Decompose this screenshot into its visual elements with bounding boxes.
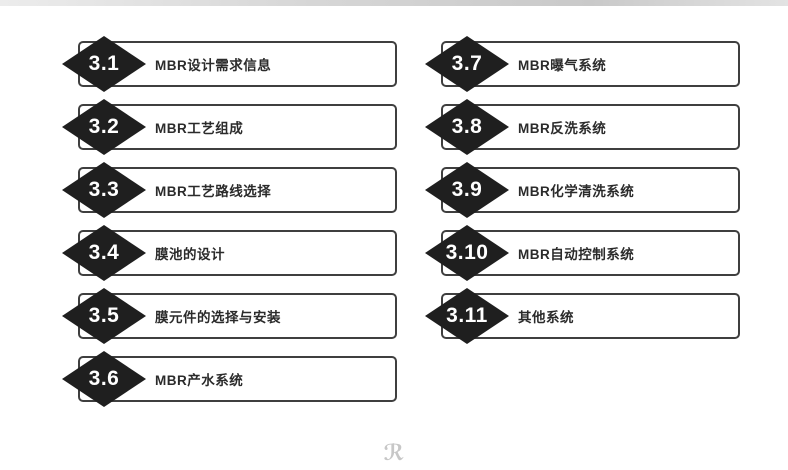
item-label: 膜池的设计 — [155, 247, 225, 262]
item-number: 3.1 — [88, 52, 120, 75]
item-number: 3.9 — [451, 178, 483, 201]
item-number: 3.10 — [445, 241, 489, 264]
item-label: MBR产水系统 — [155, 373, 244, 388]
item-number: 3.5 — [88, 304, 120, 327]
item-number: 3.6 — [88, 367, 120, 390]
list-item-3-3: MBR工艺路线选择 3.3 — [62, 162, 397, 218]
list-item-3-2: MBR工艺组成 3.2 — [62, 99, 397, 155]
list-item-3-1: MBR设计需求信息 3.1 — [62, 36, 397, 92]
item-number: 3.3 — [88, 178, 120, 201]
right-column: MBR曝气系统 3.7 MBR反洗系统 3.8 MBR化学清洗系统 3.9 MB… — [425, 36, 740, 351]
list-item-3-4: 膜池的设计 3.4 — [62, 225, 397, 281]
list-item-3-7: MBR曝气系统 3.7 — [425, 36, 740, 92]
list-item-3-11: 其他系统 3.11 — [425, 288, 740, 344]
item-label: MBR工艺组成 — [155, 121, 244, 136]
item-label: MBR工艺路线选择 — [155, 184, 272, 199]
item-number: 3.8 — [451, 115, 483, 138]
item-label: 膜元件的选择与安装 — [155, 310, 281, 325]
top-edge-strip — [0, 0, 788, 6]
item-number: 3.7 — [451, 52, 483, 75]
item-number: 3.4 — [88, 241, 120, 264]
item-label: 其他系统 — [518, 310, 574, 325]
list-item-3-6: MBR产水系统 3.6 — [62, 351, 397, 407]
item-label: MBR反洗系统 — [518, 121, 607, 136]
item-label: MBR设计需求信息 — [155, 58, 272, 73]
item-number: 3.2 — [88, 115, 120, 138]
item-number: 3.11 — [446, 304, 488, 327]
list-item-3-9: MBR化学清洗系统 3.9 — [425, 162, 740, 218]
item-label: MBR自动控制系统 — [518, 247, 635, 262]
watermark-logo: ℛ — [383, 440, 405, 465]
list-item-3-8: MBR反洗系统 3.8 — [425, 99, 740, 155]
left-column: MBR设计需求信息 3.1 MBR工艺组成 3.2 MBR工艺路线选择 3.3 … — [62, 36, 397, 414]
item-label: MBR化学清洗系统 — [518, 184, 635, 199]
item-label: MBR曝气系统 — [518, 58, 607, 73]
list-item-3-5: 膜元件的选择与安装 3.5 — [62, 288, 397, 344]
list-item-3-10: MBR自动控制系统 3.10 — [425, 225, 740, 281]
